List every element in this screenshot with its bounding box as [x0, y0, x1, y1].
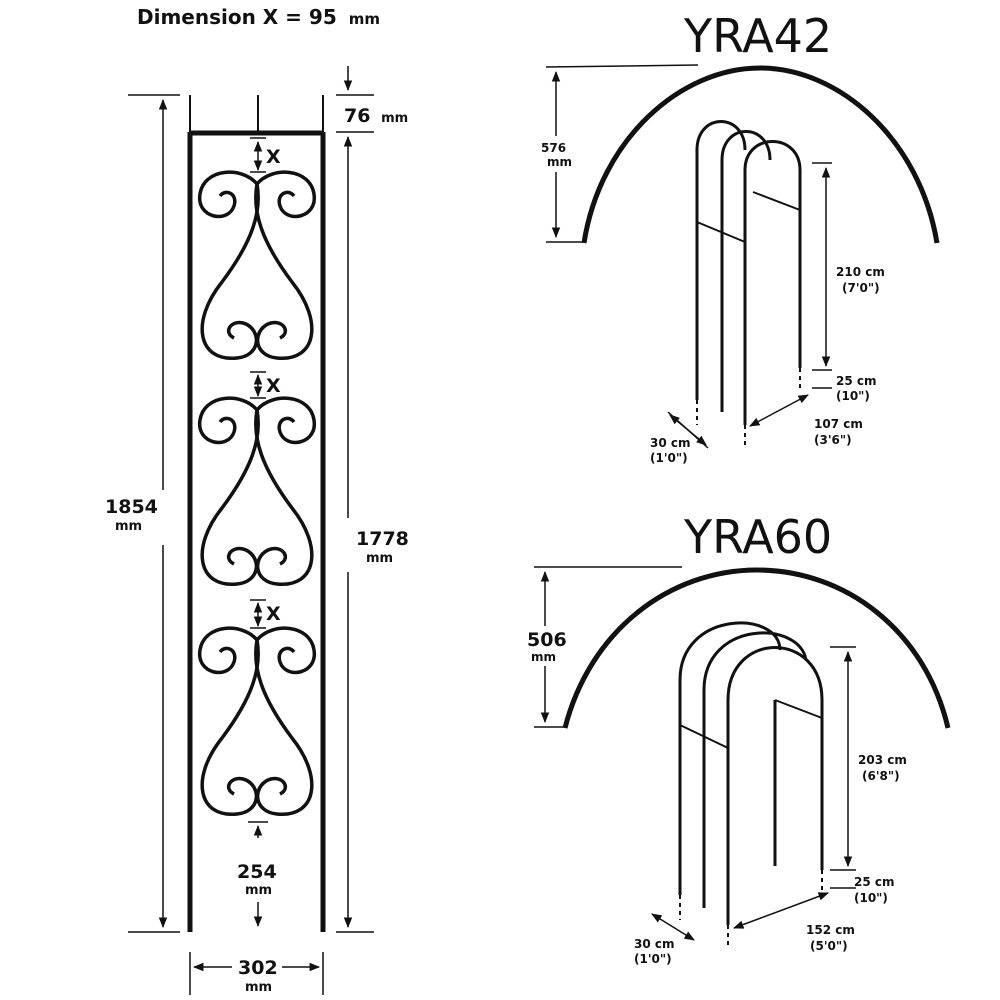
arch-yra42-frame: [695, 120, 802, 448]
bottom-gap-unit: mm: [245, 883, 272, 898]
gap-label-2: X: [266, 375, 281, 397]
gap-indicators: X X X: [250, 137, 281, 629]
total-height-value: 1854: [105, 496, 158, 518]
arch-yra60-width-cm: 152 cm: [806, 923, 855, 937]
arch-yra42-depth-ft: (1'0"): [650, 451, 688, 465]
arch-yra60-spike-cm: 25 cm: [854, 875, 895, 889]
total-height-unit: mm: [115, 519, 142, 534]
top-dimension: 76 mm: [336, 66, 408, 133]
arch-yra60-frame: [678, 621, 824, 948]
arch-yra60-radius: 506: [527, 629, 567, 651]
arch-yra42-height-cm: 210 cm: [836, 265, 885, 279]
arch-yra60-height-cm: 203 cm: [858, 753, 907, 767]
gap-label-1: X: [266, 146, 281, 168]
arch-yra60-height-ft: (6'8"): [862, 769, 900, 783]
arch-yra60-model: YRA60: [683, 510, 832, 564]
arch-yra60-depth-ft: (1'0"): [634, 952, 672, 966]
arch-yra60-curve: [562, 567, 951, 729]
arch-yra60-depth-cm: 30 cm: [634, 937, 675, 951]
arch-yra60-radius-unit: mm: [531, 650, 556, 664]
bottom-gap-value: 254: [237, 861, 277, 883]
arch-yra42-width-cm: 107 cm: [814, 417, 863, 431]
arch-yra60: YRA60 506 mm 203 cm (6'8") 25 cm (10") 3…: [522, 510, 951, 966]
arch-yra60-spike-in: (10"): [854, 891, 888, 905]
arch-yra42-radius-unit: mm: [547, 155, 572, 169]
scroll-motif-3: [197, 626, 317, 817]
arch-yra60-width-ft: (5'0"): [810, 939, 848, 953]
arch-yra42-curve: [581, 65, 940, 244]
dimension-x-unit: mm: [349, 10, 380, 28]
dimension-x-title: Dimension X = 95 mm: [137, 5, 380, 29]
arch-yra42-radius: 576: [541, 141, 566, 155]
inner-height-dimension: 1778 mm: [336, 135, 409, 933]
arch-yra42: YRA42 576 mm 210 cm (7'0") 25 cm (10") 3…: [534, 9, 940, 465]
top-dimension-value: 76 mm: [344, 105, 408, 127]
dimension-x-text: Dimension X = 95: [137, 5, 337, 29]
inner-height-value: 1778: [356, 528, 409, 550]
width-value: 302: [238, 957, 278, 979]
gap-label-3: X: [266, 603, 281, 625]
bottom-gap-dimension: 254 mm: [237, 821, 277, 928]
width-dimension: 302 mm: [189, 952, 324, 995]
inner-height-unit: mm: [366, 551, 393, 566]
width-unit: mm: [245, 980, 272, 995]
scroll-motif-2: [197, 396, 317, 587]
arch-yra42-width-ft: (3'6"): [814, 433, 852, 447]
total-height-dimension: 1854 mm: [105, 94, 180, 933]
trellis-panel: [187, 95, 326, 932]
arch-yra42-spike-in: (10"): [836, 389, 870, 403]
arch-yra42-model: YRA42: [683, 9, 832, 63]
arch-yra42-spike-cm: 25 cm: [836, 374, 877, 388]
arch-yra42-depth-cm: 30 cm: [650, 436, 691, 450]
scroll-motif-1: [197, 170, 317, 361]
arch-yra42-height-ft: (7'0"): [842, 281, 880, 295]
